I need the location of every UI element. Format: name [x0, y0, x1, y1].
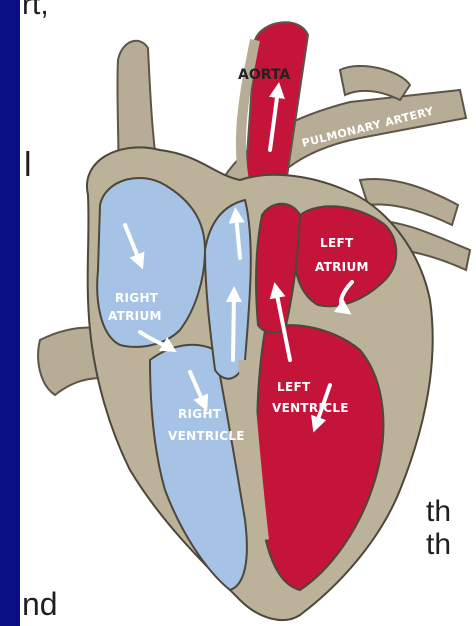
- arrow-rv-up: [233, 294, 234, 360]
- label-right-atrium-2: ATRIUM: [108, 309, 162, 323]
- pulmonary-vein-upper: [340, 66, 410, 100]
- label-left-atrium-2: ATRIUM: [315, 260, 369, 274]
- label-left-ventricle-2: VENTRICLE: [272, 401, 349, 415]
- label-left-ventricle-1: LEFT: [277, 380, 311, 394]
- right-outflow-tract: [205, 200, 251, 379]
- heart: [87, 147, 433, 620]
- label-right-atrium-1: RIGHT: [115, 291, 159, 305]
- label-aorta: AORTA: [238, 67, 290, 83]
- label-right-ventricle-2: VENTRICLE: [168, 429, 245, 443]
- label-right-ventricle-1: RIGHT: [178, 407, 222, 421]
- label-left-atrium-1: LEFT: [320, 236, 354, 250]
